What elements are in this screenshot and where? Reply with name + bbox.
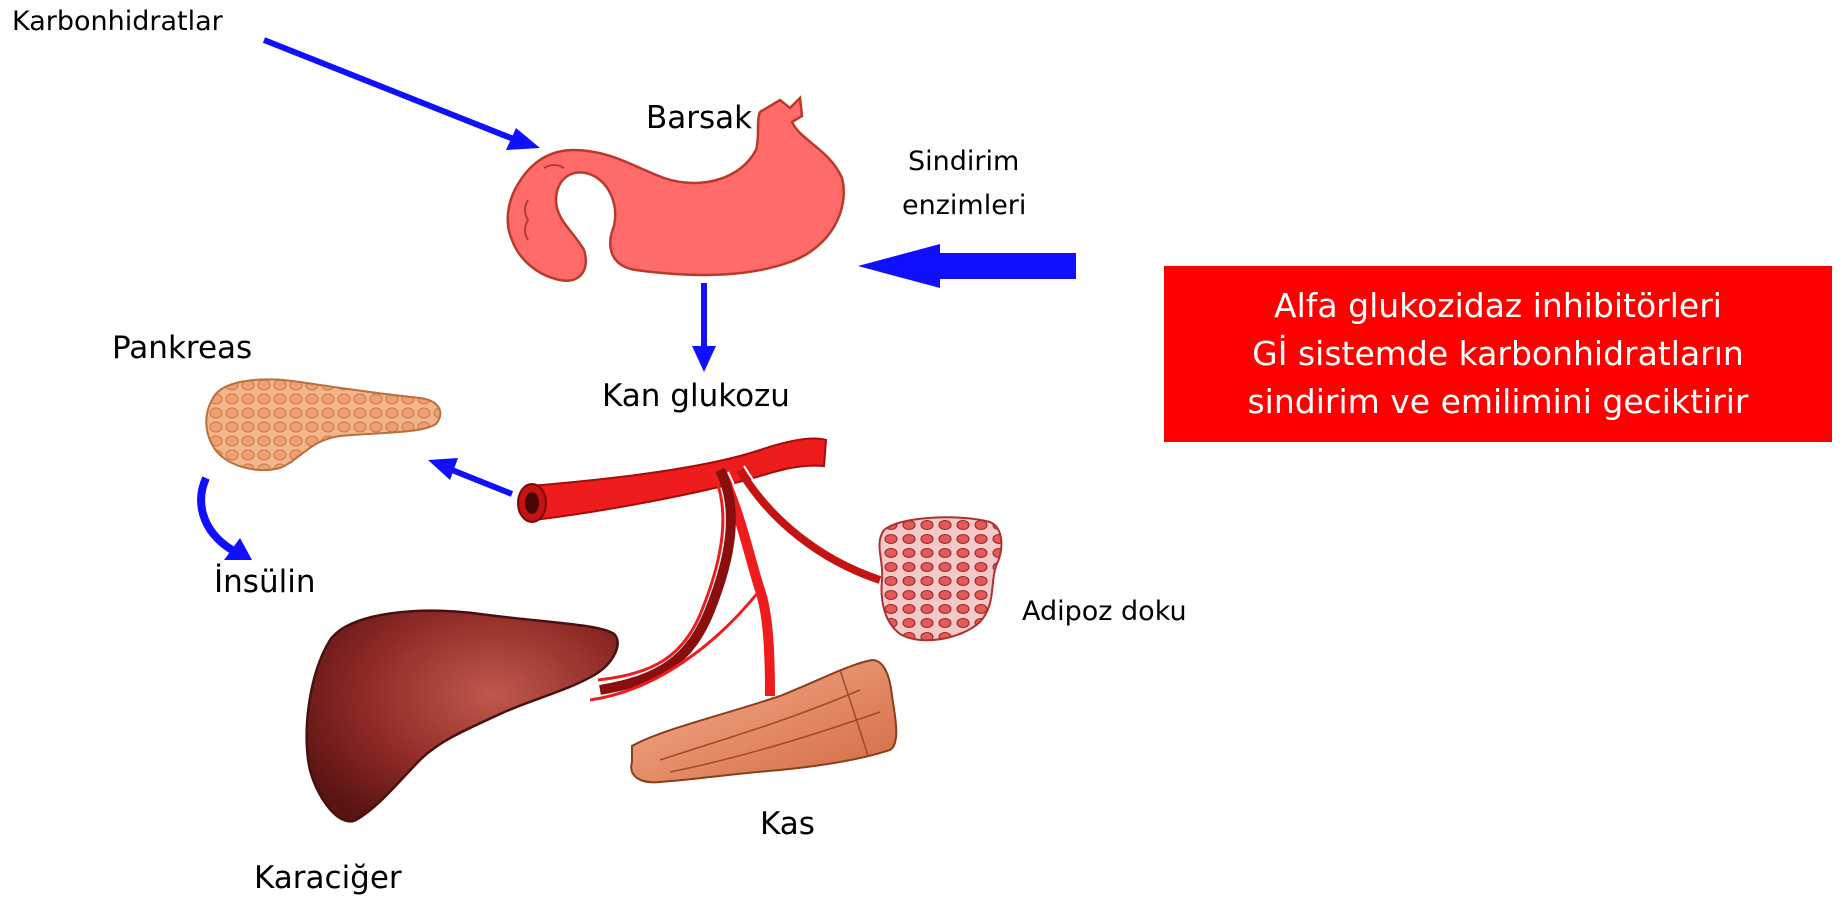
callout-line-1: Alfa glukozidaz inhibitörleri [1274, 282, 1722, 330]
callout-line-2: Gİ sistemde karbonhidratların [1252, 330, 1744, 378]
intestine-label: Barsak [646, 100, 752, 136]
enzymes-label-line2: enzimleri [902, 190, 1026, 221]
carbs-to-intestine-arrow [264, 40, 540, 150]
intestine-to-blood-arrow [692, 283, 716, 372]
pancreas-label: Pankreas [112, 330, 252, 366]
insulin-label: İnsülin [214, 564, 315, 600]
muscle-label: Kas [760, 806, 815, 842]
liver-illustration [307, 611, 618, 822]
enzymes-label-line1: Sindirim [908, 146, 1019, 177]
blood-to-pancreas-arrow [428, 458, 512, 494]
muscle-illustration [631, 660, 896, 782]
adipose-label: Adipoz doku [1022, 596, 1187, 627]
callout-line-3: sindirim ve emilimini geciktirir [1247, 378, 1748, 426]
adipose-illustration [879, 517, 1001, 640]
blood-glucose-label: Kan glukozu [602, 378, 790, 414]
carbs-label: Karbonhidratlar [12, 6, 223, 37]
pancreas-to-insulin-arrow [201, 478, 252, 560]
liver-label: Karaciğer [254, 860, 402, 896]
pancreas-illustration [206, 379, 440, 470]
enzymes-arrow [858, 244, 1076, 288]
callout-box: Alfa glukozidaz inhibitörleri Gİ sistemd… [1164, 266, 1832, 442]
